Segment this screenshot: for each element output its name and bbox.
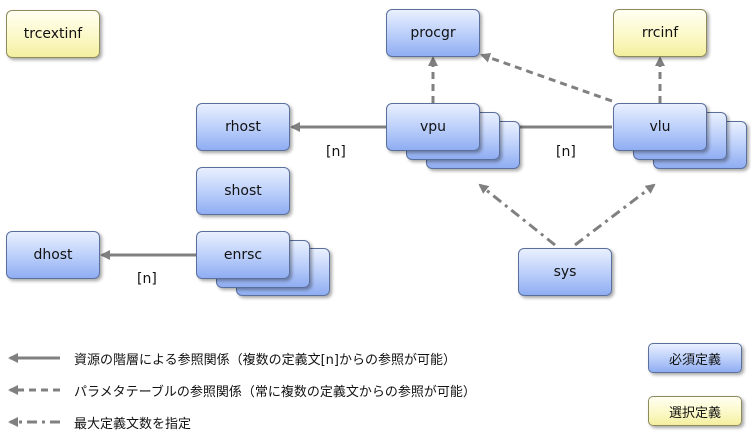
node-label: rhost [225,119,261,135]
node-shost: shost [196,167,290,215]
legend-optional-box: 選択定義 [648,396,742,426]
arrow-sys-vlu [574,183,656,247]
node-vlu: vlu [613,103,707,151]
node-label: rrcinf [641,25,679,41]
legend-dashdot-text: 最大定義文数を指定 [74,417,192,432]
multiplicity-enrsc-dhost: [n] [137,271,157,287]
arrow-sys-vpu [478,183,556,247]
legend-solid-text: 資源の階層による参照関係（複数の定義文[n]からの参照が可能） [74,353,456,368]
legend-optional-label: 選択定義 [668,405,721,421]
node-rrcinf: rrcinf [613,9,707,57]
node-dhost: dhost [6,231,100,279]
node-label: vpu [419,119,447,135]
node-label: dhost [33,247,73,263]
legend-required-label: 必須定義 [668,352,721,368]
arrow-vlu-procgr [480,52,613,103]
node-label: procgr [410,25,456,41]
node-label: sys [553,264,577,280]
multiplicity-vlu-vpu: [n] [556,144,576,160]
node-label: shost [224,183,262,199]
node-vpu: vpu [386,103,480,151]
node-procgr: procgr [386,9,480,57]
node-label: enrsc [223,247,263,263]
multiplicity-vpu-rhost: [n] [326,144,346,160]
node-rhost: rhost [196,103,290,151]
legend-required-box: 必須定義 [648,343,742,373]
node-label: vlu [649,119,671,135]
node-trcextinf: trcextinf [6,10,100,58]
node-enrsc: enrsc [196,231,290,279]
legend-dashed-text: パラメタテーブルの参照関係（常に複数の定義文からの参照が可能） [74,385,476,400]
node-sys: sys [518,248,612,296]
node-label: trcextinf [23,26,83,42]
